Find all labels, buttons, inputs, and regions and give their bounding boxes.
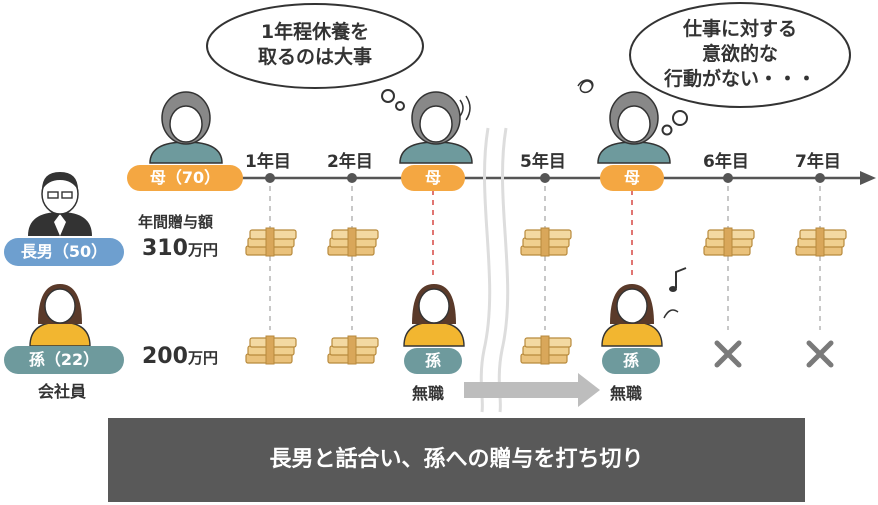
- conclusion-banner: [108, 418, 805, 502]
- bubble-right-line-3: 行動がない・・・: [663, 68, 816, 90]
- son-avatar: [28, 172, 92, 236]
- money-stack-son-y6: [703, 227, 755, 257]
- year-label-2: 2年目: [327, 152, 373, 172]
- money-stack-grandchild-y5: [520, 335, 572, 365]
- money-stack-son-y2: [327, 227, 379, 257]
- year-label-7: 7年目: [795, 152, 841, 172]
- conclusion-banner-text: 長男と話合い、孫への贈与を打ち切り: [269, 447, 644, 472]
- unemployed-label-1: 無職: [412, 384, 445, 403]
- speech-bubble-right: [629, 2, 851, 136]
- year-label-1: 1年目: [245, 152, 291, 172]
- bubble-left-text: 1年程休養を 取るのは大事: [215, 20, 415, 70]
- son-amount-unit: 万円: [187, 241, 218, 259]
- year-label-6: 6年目: [703, 152, 749, 172]
- grandchild-avatar-3: [601, 284, 663, 347]
- mother-avatar-2: [399, 91, 473, 164]
- mother-label-short-2: 母: [600, 165, 664, 191]
- cross-mark-y7: [809, 343, 831, 365]
- grandchild-amount: 200万円: [142, 344, 218, 369]
- eldest-son-label: 長男（50）: [4, 238, 124, 266]
- son-amount-value: 310: [142, 236, 188, 261]
- grandchild-avatar-1: [29, 284, 91, 347]
- grandchild-avatar-2: [403, 284, 465, 347]
- gift-heading: 年間贈与額: [138, 213, 214, 231]
- unemployed-label-2: 無職: [610, 384, 643, 403]
- time-skip-lines: [479, 127, 510, 413]
- cross-mark-y6: [717, 343, 739, 365]
- mother-avatar-1: [149, 91, 223, 164]
- son-amount: 310万円: [142, 236, 218, 261]
- mother-label: 母（70）: [127, 165, 243, 191]
- grandchild-job: 会社員: [38, 382, 87, 401]
- grandchild-label-short-2: 孫: [602, 348, 660, 374]
- music-note-icon: [663, 267, 687, 319]
- progress-arrow: [464, 373, 600, 407]
- dashed-guides: [269, 186, 821, 330]
- year-label-5: 5年目: [520, 152, 566, 172]
- money-stack-son-y7: [795, 227, 847, 257]
- mother-avatar-3: [577, 79, 671, 164]
- grandchild-label: 孫（22）: [4, 346, 124, 374]
- money-stack-son-y1: [245, 227, 297, 257]
- money-stack-grandchild-y2: [327, 335, 379, 365]
- speech-bubble-left: [206, 3, 424, 111]
- bubble-left-line-2: 取るのは大事: [257, 46, 372, 68]
- timeline-dots: [265, 173, 825, 183]
- money-stack-grandchild-y1: [245, 335, 297, 365]
- grandchild-amount-value: 200: [142, 344, 188, 369]
- bubble-right-text: 仕事に対する 意欲的な 行動がない・・・: [635, 17, 845, 92]
- timeline-arrow: [240, 171, 876, 185]
- mother-label-short-1: 母: [401, 165, 465, 191]
- bubble-right-line-1: 仕事に対する: [682, 18, 797, 40]
- bubble-left-line-1: 1年程休養を: [260, 21, 370, 43]
- bubble-right-line-2: 意欲的な: [701, 43, 778, 65]
- money-stack-son-y5: [520, 227, 572, 257]
- grandchild-amount-unit: 万円: [187, 349, 218, 367]
- grandchild-label-short-1: 孫: [404, 348, 462, 374]
